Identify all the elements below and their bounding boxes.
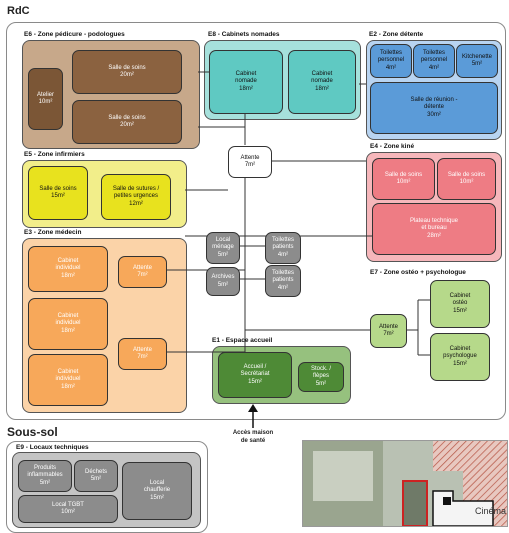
room-toilettes-pat-2: Toilettes patients 4m² <box>265 265 301 297</box>
room-attente-osteo: Attente 7m² <box>370 314 407 348</box>
room-kitchenette: Kitchenette 5m² <box>456 44 498 78</box>
room-cab-ind-2: Cabinet individuel 18m² <box>28 298 108 350</box>
room-sutures: Salle de sutures / petites urgences 12m² <box>101 174 171 220</box>
aerial-map: Cinéma <box>302 440 508 527</box>
room-nomade-1: Cabinet nomade 18m² <box>209 50 283 114</box>
zone-e3-label: E3 - Zone médecin <box>24 229 82 236</box>
room-cab-ind-1: Cabinet individuel 18m² <box>28 246 108 292</box>
room-attente-med-1: Attente 7m² <box>118 256 167 288</box>
room-psy: Cabinet psychologue 15m² <box>430 333 490 381</box>
room-toilettes-perso-1: Toilettes personnel 4m² <box>370 44 412 78</box>
room-plateau: Plateau technique et bureau 28m² <box>372 203 496 255</box>
room-cab-ind-3: Cabinet individuel 18m² <box>28 354 108 406</box>
room-stock: Stock. / flèpes 5m² <box>298 362 344 392</box>
zone-e8-label: E8 - Cabinets nomades <box>208 31 280 38</box>
room-tgbt: Local TGBT 10m² <box>18 495 118 523</box>
room-produits: Produits inflammables 5m² <box>18 460 72 492</box>
room-archives: Archives 5m² <box>206 267 240 296</box>
room-toilettes-perso-2: Toilettes personnel 4m² <box>413 44 455 78</box>
room-soins-kine-1: Salle de soins 10m² <box>372 158 435 200</box>
zone-e7-label: E7 - Zone ostéo + psychologue <box>370 269 466 276</box>
map-drawing <box>303 441 507 526</box>
room-menage: Local ménage 5m² <box>206 232 240 264</box>
room-attente-med-2: Attente 7m² <box>118 338 167 370</box>
room-soins-pedi-2: Salle de soins 20m² <box>72 100 182 144</box>
room-atelier: Atelier 10m² <box>28 68 63 130</box>
room-dechets: Déchets 5m² <box>74 460 118 492</box>
room-soins-kine-2: Salle de soins 10m² <box>437 158 496 200</box>
zone-e6-label: E6 - Zone pédicure - podologues <box>24 31 125 38</box>
room-osteo: Cabinet ostéo 15m² <box>430 280 490 328</box>
zone-e4-label: E4 - Zone kiné <box>370 143 415 150</box>
room-soins-pedi-1: Salle de soins 20m² <box>72 50 182 94</box>
zone-e9-label: E9 - Locaux techniques <box>16 444 89 451</box>
entry-label: Accès maison de santé <box>232 430 274 444</box>
room-toilettes-pat-1: Toilettes patients 4m² <box>265 232 301 264</box>
room-chaufferie: Local chaufferie 15m² <box>122 462 192 520</box>
room-attente-center: Attente 7m² <box>228 146 272 178</box>
room-reunion: Salle de réunion - détente 30m² <box>370 82 498 134</box>
room-soins-inf: Salle de soins 15m² <box>28 166 88 220</box>
rdc-title: RdC <box>7 5 30 17</box>
zone-e1-label: E1 - Espace accueil <box>212 337 273 344</box>
sous-sol-title: Sous-sol <box>7 425 58 439</box>
zone-e2-label: E2 - Zone détente <box>369 31 424 38</box>
room-nomade-2: Cabinet nomade 18m² <box>288 50 356 114</box>
zone-e5-label: E5 - Zone infirmiers <box>24 151 85 158</box>
room-accueil: Accueil / Secrétariat 15m² <box>218 352 292 398</box>
map-label-cinema: Cinéma <box>475 506 507 516</box>
